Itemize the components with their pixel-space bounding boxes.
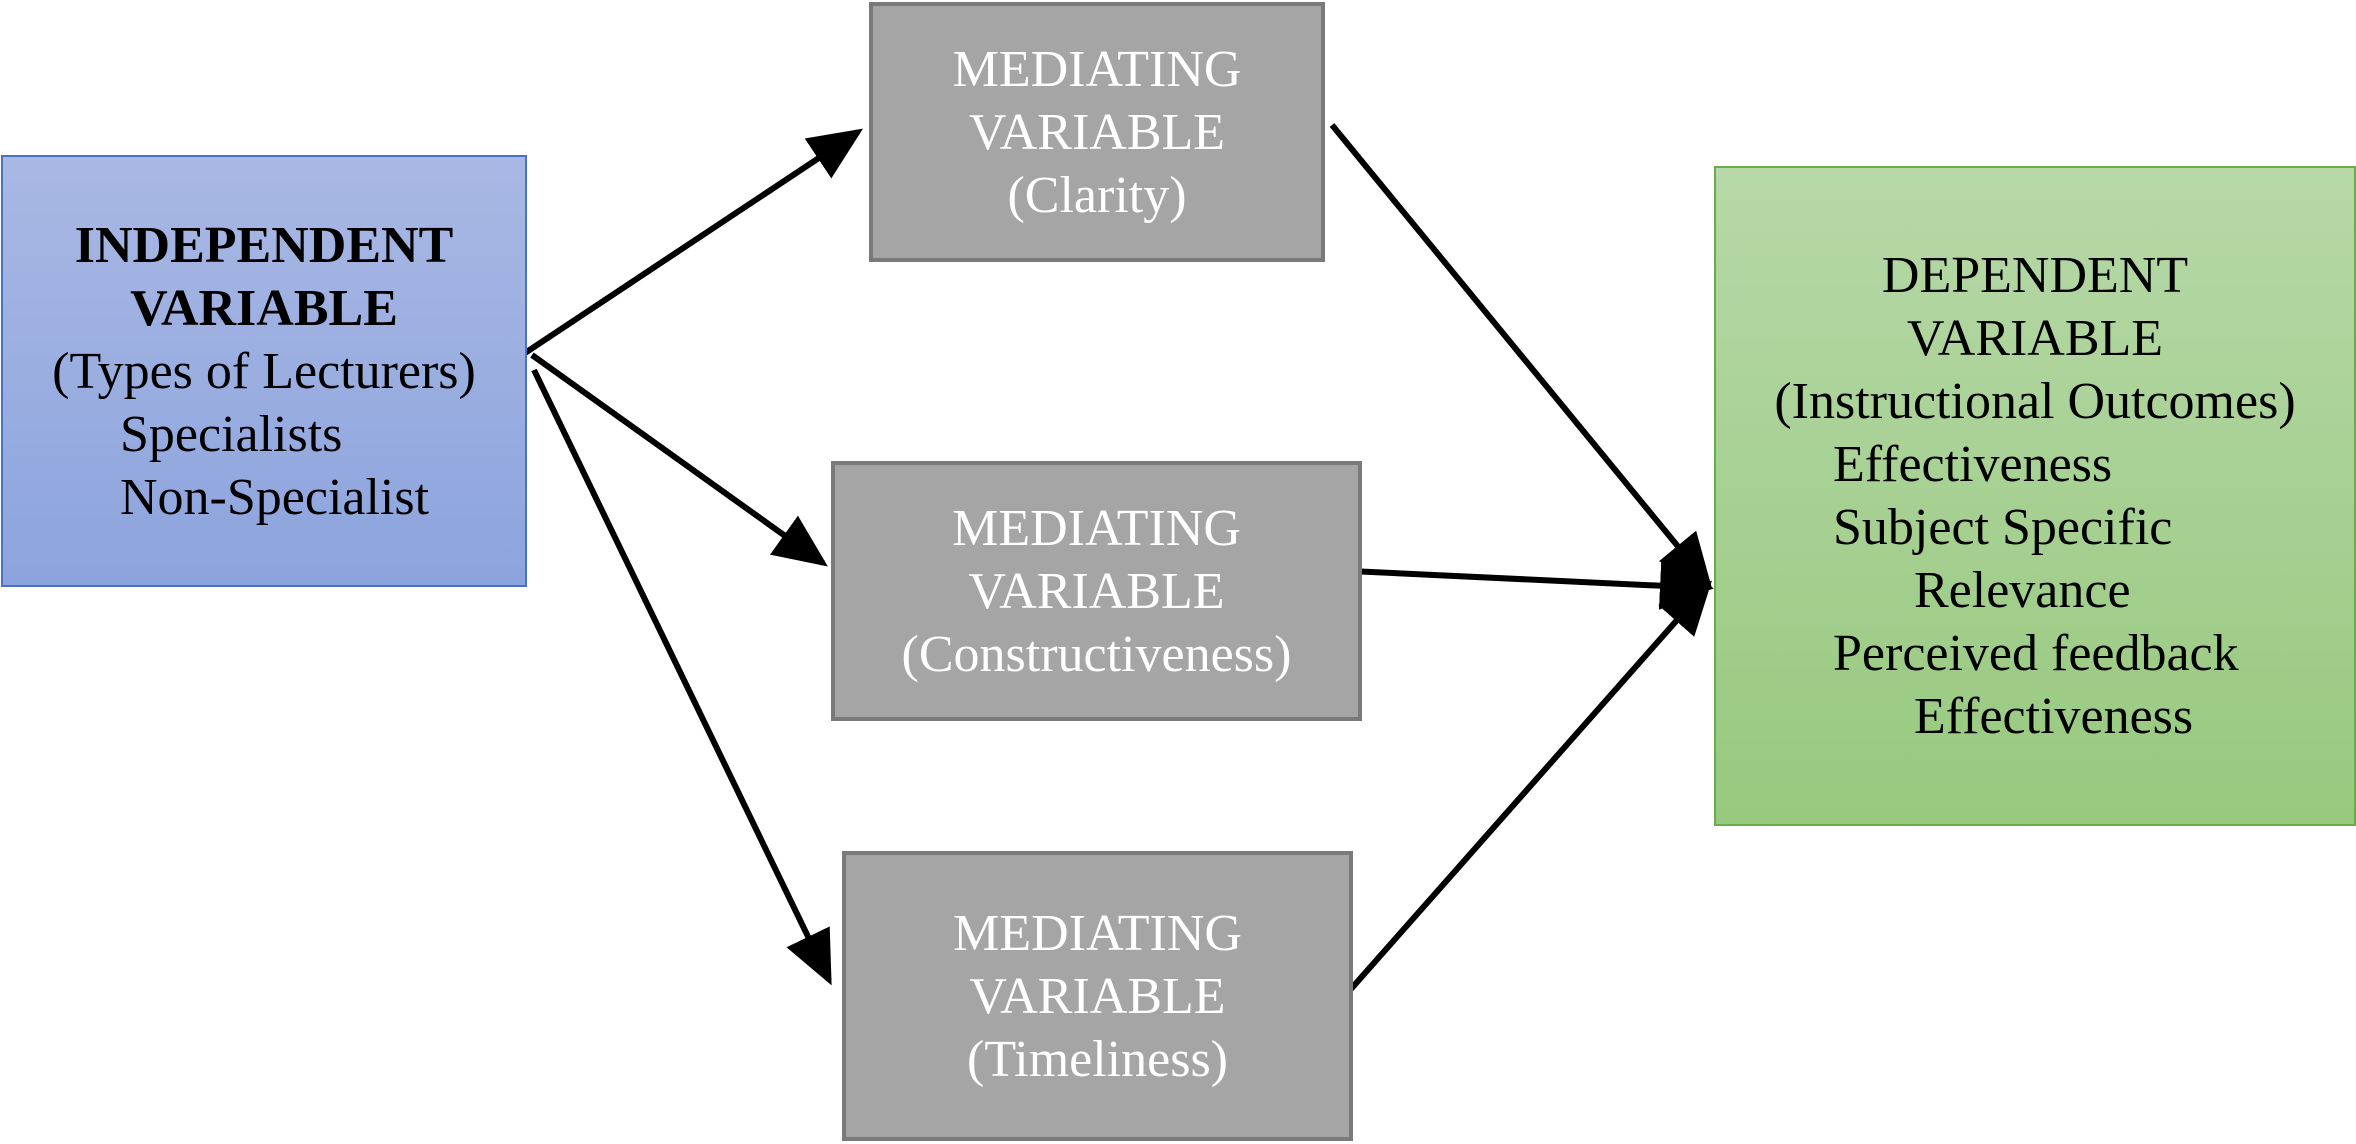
independent-title-line1: INDEPENDENT — [74, 216, 454, 274]
arrow-independent-to-timeliness — [531, 368, 832, 986]
mediating-constructiveness-line2: VARIABLE — [968, 562, 1225, 620]
arrow-clarity-to-dependent — [1329, 123, 1712, 588]
mediating-variable-clarity-box: MEDIATING VARIABLE (Clarity) — [869, 2, 1325, 262]
independent-title-line2: VARIABLE — [130, 279, 398, 337]
mediating-constructiveness-line1: MEDIATING — [952, 499, 1241, 557]
arrow-independent-to-clarity — [520, 128, 863, 358]
dependent-item-effectiveness: Effectiveness — [1833, 436, 2113, 493]
mediating-clarity-line2: VARIABLE — [968, 103, 1226, 161]
dependent-title-line1: DEPENDENT — [1881, 247, 2189, 304]
arrow-independent-to-constructiveness — [530, 352, 828, 567]
independent-item-non-specialist: Non-Specialist — [120, 468, 430, 526]
mediating-timeliness-line2: VARIABLE — [969, 967, 1226, 1025]
independent-subtitle: (Types of Lecturers) — [52, 342, 476, 400]
mediating-clarity-line3: (Clarity) — [1007, 166, 1187, 224]
dependent-variable-box: DEPENDENT VARIABLE (Instructional Outcom… — [1714, 166, 2356, 826]
mediating-timeliness-line3: (Timeliness) — [967, 1030, 1228, 1088]
dependent-item-relevance: Relevance — [1914, 562, 2131, 619]
mediating-variable-timeliness-box: MEDIATING VARIABLE (Timeliness) — [842, 851, 1353, 1141]
dependent-item-feedback-effectiveness: Effectiveness — [1914, 688, 2194, 745]
independent-item-specialists: Specialists — [120, 405, 343, 463]
dependent-subtitle: (Instructional Outcomes) — [1774, 373, 2296, 430]
mediating-variable-constructiveness-box: MEDIATING VARIABLE (Constructiveness) — [831, 461, 1362, 721]
arrow-timeliness-to-dependent — [1340, 580, 1712, 1000]
mediating-clarity-line1: MEDIATING — [952, 40, 1242, 98]
dependent-item-subject-specific: Subject Specific — [1833, 499, 2173, 556]
mediating-constructiveness-line3: (Constructiveness) — [901, 625, 1292, 683]
dependent-title-line2: VARIABLE — [1906, 310, 2164, 367]
independent-variable-box: INDEPENDENT VARIABLE (Types of Lecturers… — [1, 155, 527, 587]
mediating-timeliness-line1: MEDIATING — [953, 904, 1242, 962]
arrow-constructiveness-to-dependent — [1349, 561, 1714, 610]
dependent-item-perceived-feedback: Perceived feedback — [1833, 625, 2239, 682]
